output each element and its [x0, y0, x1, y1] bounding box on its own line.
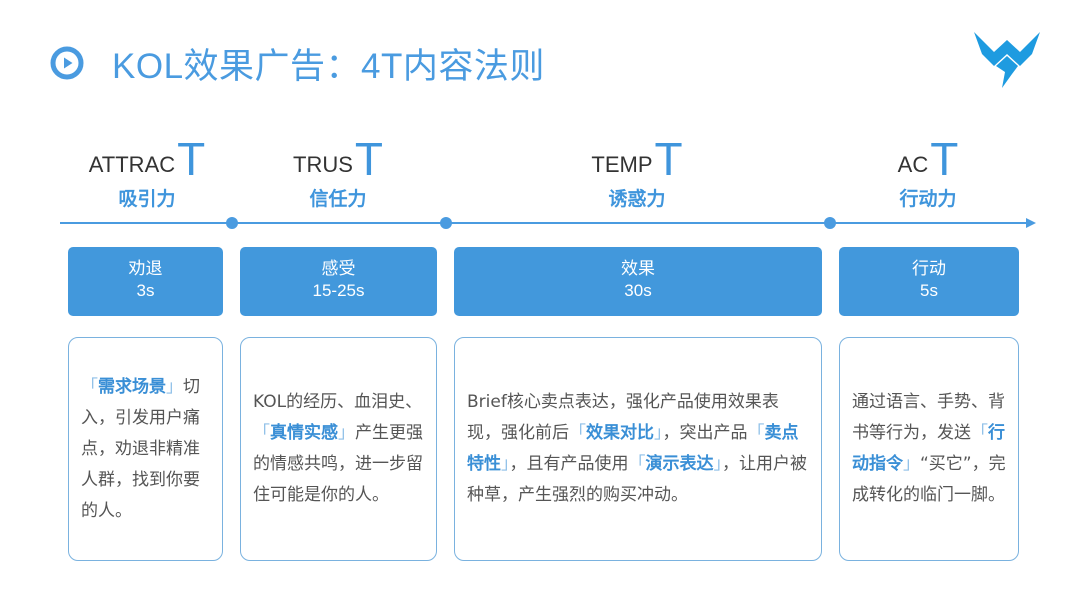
stage-name: 劝退: [128, 259, 163, 279]
column-big-t: T: [930, 133, 959, 185]
play-circle-icon: [50, 46, 84, 80]
highlight-keyword: 需求场景: [98, 376, 166, 397]
description-card-trust: KOL的经历、血泪史、「真情实感」产生更强的情感共鸣，进一步留住可能是你的人。: [240, 337, 437, 561]
card-body-text: ，让用户被种草，产生强烈的购买冲动。: [467, 454, 807, 505]
column-cn-label: 诱惑力: [608, 188, 666, 210]
highlight-keyword: 演示表达: [645, 454, 714, 474]
corner-bracket: 」: [166, 376, 183, 397]
highlight-keyword: 真情实感: [270, 423, 338, 443]
brand-logo-icon: [974, 32, 1040, 88]
corner-bracket: 「: [971, 423, 988, 443]
card-body-text: KOL的经历、血泪史、: [253, 392, 423, 412]
column-cn-label: 信任力: [309, 188, 367, 210]
highlight-keyword: 卖点特性: [467, 423, 799, 474]
stage-name: 感受: [321, 259, 356, 279]
corner-bracket: 「: [747, 423, 765, 443]
corner-bracket: 「: [81, 376, 98, 397]
timeline-line: [60, 222, 1028, 224]
card-body-text: 产生更强的情感共鸣，进一步留住可能是你的人。: [253, 423, 423, 505]
card-text: Brief核心卖点表达，强化产品使用效果表现，强化前后「效果对比」，突出产品「卖…: [455, 387, 821, 511]
stage-duration: 3s: [136, 281, 155, 300]
card-body-text: 通过语言、手势、背书等行为，发送: [852, 392, 1005, 443]
corner-bracket: 」: [501, 454, 510, 474]
stage-duration: 5s: [920, 281, 938, 300]
card-text: KOL的经历、血泪史、「真情实感」产生更强的情感共鸣，进一步留住可能是你的人。: [241, 387, 436, 511]
corner-bracket: 」: [654, 423, 663, 443]
stage-box-dissuade: 劝退 3s: [68, 247, 223, 316]
timeline-dot: [824, 217, 836, 229]
stage-name: 效果: [621, 259, 655, 279]
stage-box-action: 行动 5s: [839, 247, 1019, 316]
description-card-tempt: Brief核心卖点表达，强化产品使用效果表现，强化前后「效果对比」，突出产品「卖…: [454, 337, 822, 561]
highlight-keyword: 行动指令: [852, 423, 1005, 474]
card-body-text: Brief核心卖点表达，强化产品使用效果表现，强化前后: [467, 392, 779, 443]
stage-box-effect: 效果 30s: [454, 247, 822, 316]
stage-name: 行动: [912, 259, 946, 279]
column-cn-label: 行动力: [899, 188, 957, 210]
page-title: KOL效果广告：4T内容法则: [112, 47, 545, 86]
timeline-arrow-icon: [1026, 218, 1036, 228]
column-cn-label: 吸引力: [118, 188, 176, 210]
corner-bracket: 「: [569, 423, 586, 443]
stage-duration: 15-25s: [312, 281, 365, 300]
card-body-text: ，突出产品: [662, 423, 748, 443]
corner-bracket: 」: [713, 454, 723, 474]
column-en-label: ATTRAC: [88, 152, 176, 177]
column-big-t: T: [177, 133, 206, 185]
column-en-label: TRUS: [293, 152, 353, 177]
card-body-text: 切入，引发用户痛点，劝退非精准人群，找到你要的人。: [81, 376, 200, 521]
timeline-dot: [226, 217, 238, 229]
description-card-act: 通过语言、手势、背书等行为，发送「行动指令」“买它”，完成转化的临门一脚。: [839, 337, 1019, 561]
column-big-t: T: [654, 133, 683, 185]
column-big-t: T: [354, 133, 383, 185]
stage-box-feel: 感受 15-25s: [240, 247, 437, 316]
corner-bracket: 「: [253, 423, 270, 443]
card-text: 「需求场景」切入，引发用户痛点，劝退非精准人群，找到你要的人。: [69, 372, 222, 527]
description-card-attract: 「需求场景」切入，引发用户痛点，劝退非精准人群，找到你要的人。: [68, 337, 223, 561]
card-body-text: ，且有产品使用: [509, 454, 629, 474]
highlight-keyword: 效果对比: [586, 423, 654, 443]
corner-bracket: 」: [903, 454, 920, 474]
corner-bracket: 「: [628, 454, 646, 474]
corner-bracket: 」: [338, 423, 355, 443]
card-body-text: “买它”，完成转化的临门一脚。: [852, 454, 1006, 505]
card-text: 通过语言、手势、背书等行为，发送「行动指令」“买它”，完成转化的临门一脚。: [840, 387, 1018, 511]
timeline-dot: [440, 217, 452, 229]
column-en-label: AC: [897, 152, 929, 177]
column-en-label: TEMP: [591, 152, 653, 177]
stage-duration: 30s: [624, 281, 652, 300]
